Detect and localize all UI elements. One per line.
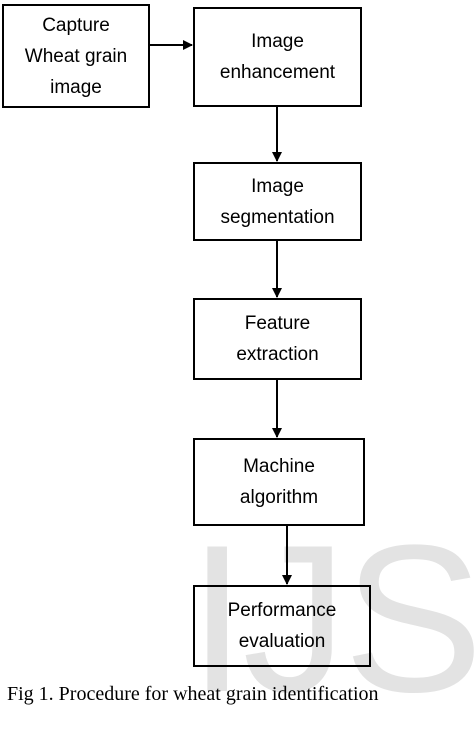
box-label-line: algorithm [239, 487, 319, 508]
box-label-line: segmentation [220, 206, 335, 228]
box-label-line: Wheat grain [24, 45, 128, 67]
box-label-line: Performance [227, 600, 337, 621]
flow-arrows [150, 40, 292, 585]
feature-extraction-box: Feature extraction [193, 298, 362, 380]
figure-caption: Fig 1. Procedure for wheat grain identif… [7, 683, 379, 705]
image-enhancement-box: Image enhancement [193, 7, 362, 107]
performance-evaluation-box: Performance evaluation [193, 585, 371, 667]
box-label-line: Feature [244, 313, 311, 334]
box-label-line: image [50, 76, 102, 98]
box-label-line: Image [251, 31, 304, 52]
box-label-line: extraction [236, 344, 319, 365]
watermark: IJS [188, 501, 474, 736]
image-segmentation-box: Image segmentation [193, 162, 362, 241]
box-label-line: evaluation [238, 631, 326, 652]
box-label-line: Capture [42, 14, 110, 36]
machine-algorithm-box: Machine algorithm [193, 438, 365, 526]
capture-wheat-grain-image-box: Capture Wheat grain image [2, 4, 150, 108]
box-label-line: Image [251, 175, 304, 197]
box-label-line: Machine [243, 456, 315, 477]
box-label-line: enhancement [219, 62, 336, 83]
